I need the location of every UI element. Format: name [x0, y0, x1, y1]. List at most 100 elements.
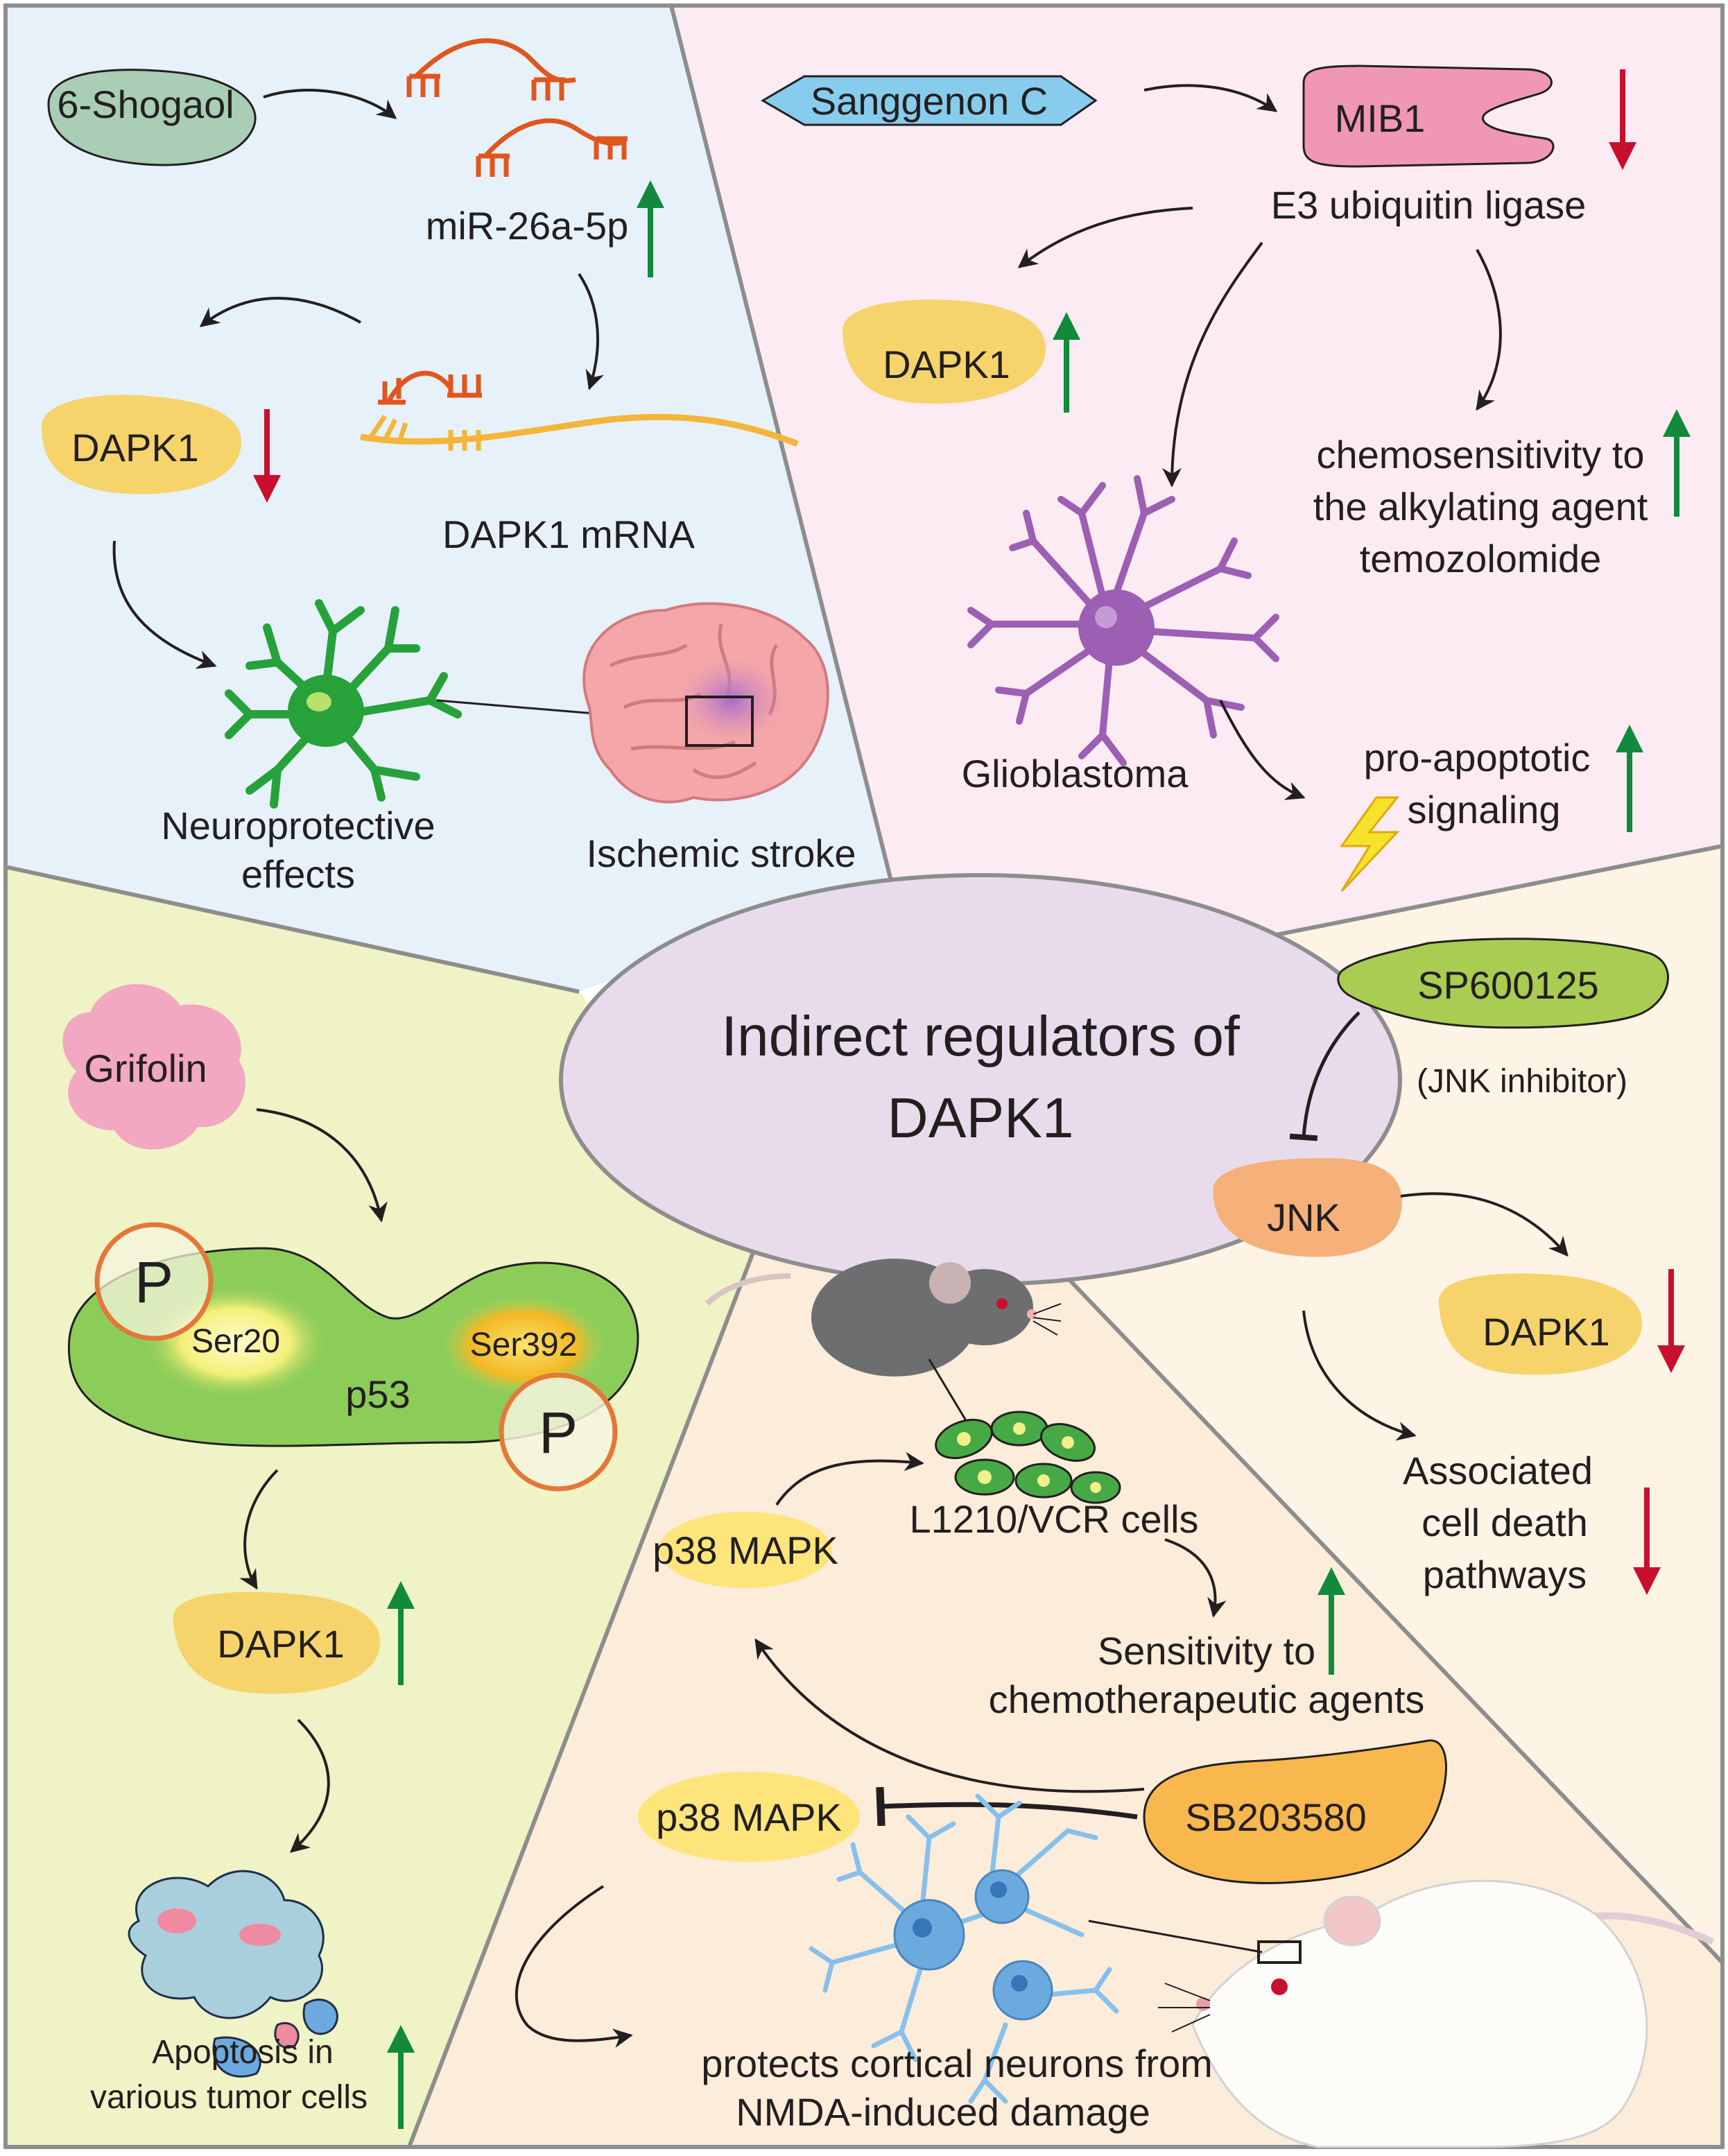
shogaol-label: 6-Shogaol — [57, 83, 234, 126]
arrow-p38-to-cells — [775, 1451, 924, 1506]
sensitivity-line2: chemotherapeutic agents — [989, 1678, 1425, 1721]
arrow-p53-to-dapk1 — [239, 1469, 279, 1590]
effect-label-line2: effects — [241, 852, 355, 896]
ser20-label: Ser20 — [191, 1323, 280, 1360]
glioblastoma-label: Glioblastoma — [962, 752, 1189, 795]
sb203580-label: SB203580 — [1185, 1795, 1367, 1839]
apoptosis-result-line2: various tumor cells — [90, 2079, 368, 2116]
p53-label: p53 — [345, 1372, 410, 1416]
arrow-jnk-to-dapk1 — [1400, 1192, 1569, 1257]
sanggenon-node: Sanggenon C — [761, 75, 1098, 126]
sp600125-label: SP600125 — [1417, 963, 1599, 1007]
dapk1-node-p5: DAPK1 — [1438, 1273, 1643, 1375]
panel2: Sanggenon C MIB1 E3 ubiquitin ligase DAP… — [761, 64, 1691, 892]
p38-label-bottom: p38 MAPK — [656, 1795, 842, 1839]
dapk1-node-p1: DAPK1 — [41, 395, 242, 494]
panel2-background — [671, 6, 1722, 950]
apoptotic-cell-icon — [128, 1870, 338, 2078]
brain-icon — [582, 602, 829, 804]
sanggenon-label: Sanggenon C — [811, 79, 1048, 123]
chemo-label-line2: the alkylating agent — [1313, 485, 1648, 528]
dapk1-label-p5: DAPK1 — [1483, 1310, 1610, 1354]
mrna-label: DAPK1 mRNA — [442, 512, 695, 556]
panel5: SP600125 (JNK inhibitor) JNK DAPK1 Assoc… — [1213, 938, 1685, 1596]
arrow-to-dapk1-p1 — [199, 297, 361, 327]
shogaol-node: 6-Shogaol — [47, 69, 257, 166]
phosphate-icon-2: P — [499, 1372, 618, 1492]
arrow-mib1-to-glioblastoma — [1162, 241, 1263, 488]
neurons-mouse-connector — [1088, 1920, 1263, 1954]
mib1-node: MIB1 — [1302, 64, 1555, 168]
astrocyte-icon — [809, 1793, 1119, 2104]
panel1: 6-Shogaol miR-26a-5p D — [41, 38, 856, 896]
grifolin-node: Grifolin — [62, 984, 245, 1150]
phosphate-icon-1: P — [94, 1222, 214, 1341]
mouse-icon-white — [1158, 1879, 1715, 2148]
inhibit-sp600125-to-jnk — [1289, 1011, 1360, 1141]
arrow-mirna-to-mrna — [578, 273, 605, 390]
cells-label: L1210/VCR cells — [909, 1497, 1198, 1541]
sb203580-node: SB203580 — [1143, 1739, 1447, 1885]
dapk1-node-p2: DAPK1 — [842, 300, 1046, 404]
center-title-line2: DAPK1 — [888, 1087, 1074, 1150]
apoptosis-result-line1: Apoptosis in — [152, 2034, 334, 2071]
arrow-mib1-to-chemosensitivity — [1476, 249, 1502, 411]
outer-frame — [3, 3, 1725, 2149]
effect-label-line1: Neuroprotective — [161, 804, 435, 847]
chemo-label-line1: chemosensitivity to — [1316, 433, 1644, 476]
lightning-icon — [1340, 796, 1400, 892]
arrow-mib1-to-dapk1 — [1017, 207, 1193, 268]
p38-node-bottom: p38 MAPK — [638, 1772, 860, 1862]
glioblastoma-cell-icon — [967, 475, 1279, 766]
cell-cluster-icon — [935, 1411, 1121, 1504]
arrow-dapk1-to-apoptosis — [289, 1718, 330, 1853]
death-label-line1: Associated — [1403, 1449, 1593, 1492]
panel-dividers — [5, 5, 1725, 2148]
arrow-sanggenon-to-mib1 — [1143, 84, 1278, 112]
rna-strand-icon — [406, 38, 628, 177]
apoptosis-label-line1: pro-apoptotic — [1364, 736, 1591, 779]
protection-line1: protects cortical neurons from — [701, 2042, 1213, 2085]
dapk1-label-p3: DAPK1 — [217, 1622, 345, 1666]
panel3: Grifolin Ser20 Ser392 p53 P P DAPK1 — [62, 984, 639, 2129]
background-panels — [3, 3, 1725, 2149]
apoptosis-label-line2: signaling — [1407, 788, 1560, 831]
arrow-jnk-to-death — [1302, 1310, 1417, 1441]
p38-label-top: p38 MAPK — [653, 1528, 838, 1572]
center-title-line1: Indirect regulators of — [721, 1005, 1240, 1068]
death-label-line2: cell death — [1422, 1501, 1588, 1544]
dapk1-label-p2: DAPK1 — [883, 343, 1010, 386]
mib1-label: MIB1 — [1335, 96, 1426, 140]
mouse-cells-connector — [928, 1359, 972, 1429]
arrow-cells-to-sensitivity — [1164, 1538, 1227, 1618]
sp600125-node: SP600125 — [1337, 938, 1669, 1029]
death-label-line3: pathways — [1423, 1553, 1587, 1596]
chemo-label-line3: temozolomide — [1360, 537, 1602, 580]
mrna-icon — [360, 370, 799, 451]
p38-node-top: p38 MAPK — [653, 1512, 838, 1588]
arrow-sb203580-to-p38-top — [754, 1638, 1145, 1793]
panel4: L1210/VCR cells p38 MAPK Sensitivity to … — [515, 1259, 1715, 2148]
phosphate-label-2: P — [539, 1400, 578, 1465]
e3-ligase-label: E3 ubiquitin ligase — [1271, 183, 1587, 227]
grifolin-label: Grifolin — [84, 1046, 207, 1090]
sensitivity-line1: Sensitivity to — [1098, 1629, 1315, 1673]
dapk1-label-p1: DAPK1 — [71, 426, 199, 469]
mirna-label: miR-26a-5p — [426, 204, 629, 248]
arrow-shogaol-to-mirna — [263, 89, 397, 119]
phosphate-label-1: P — [135, 1250, 173, 1315]
jnk-label: JNK — [1267, 1196, 1340, 1239]
jnk-inhibitor-label: (JNK inhibitor) — [1417, 1063, 1627, 1100]
ser392-label: Ser392 — [470, 1327, 578, 1363]
protection-line2: NMDA-induced damage — [736, 2090, 1150, 2134]
panel3-background — [6, 867, 763, 2147]
p53-protein-icon — [67, 1247, 639, 1447]
dapk1-node-p3: DAPK1 — [173, 1592, 381, 1694]
neuron-icon — [225, 599, 462, 809]
jnk-node: JNK — [1213, 1158, 1402, 1257]
arrow-p38-to-protection — [515, 1885, 633, 2048]
arrow-dapk1-to-neuron — [112, 540, 217, 669]
arrow-grifolin-to-p53 — [256, 1108, 388, 1223]
mouse-icon-gray — [705, 1259, 1062, 1377]
